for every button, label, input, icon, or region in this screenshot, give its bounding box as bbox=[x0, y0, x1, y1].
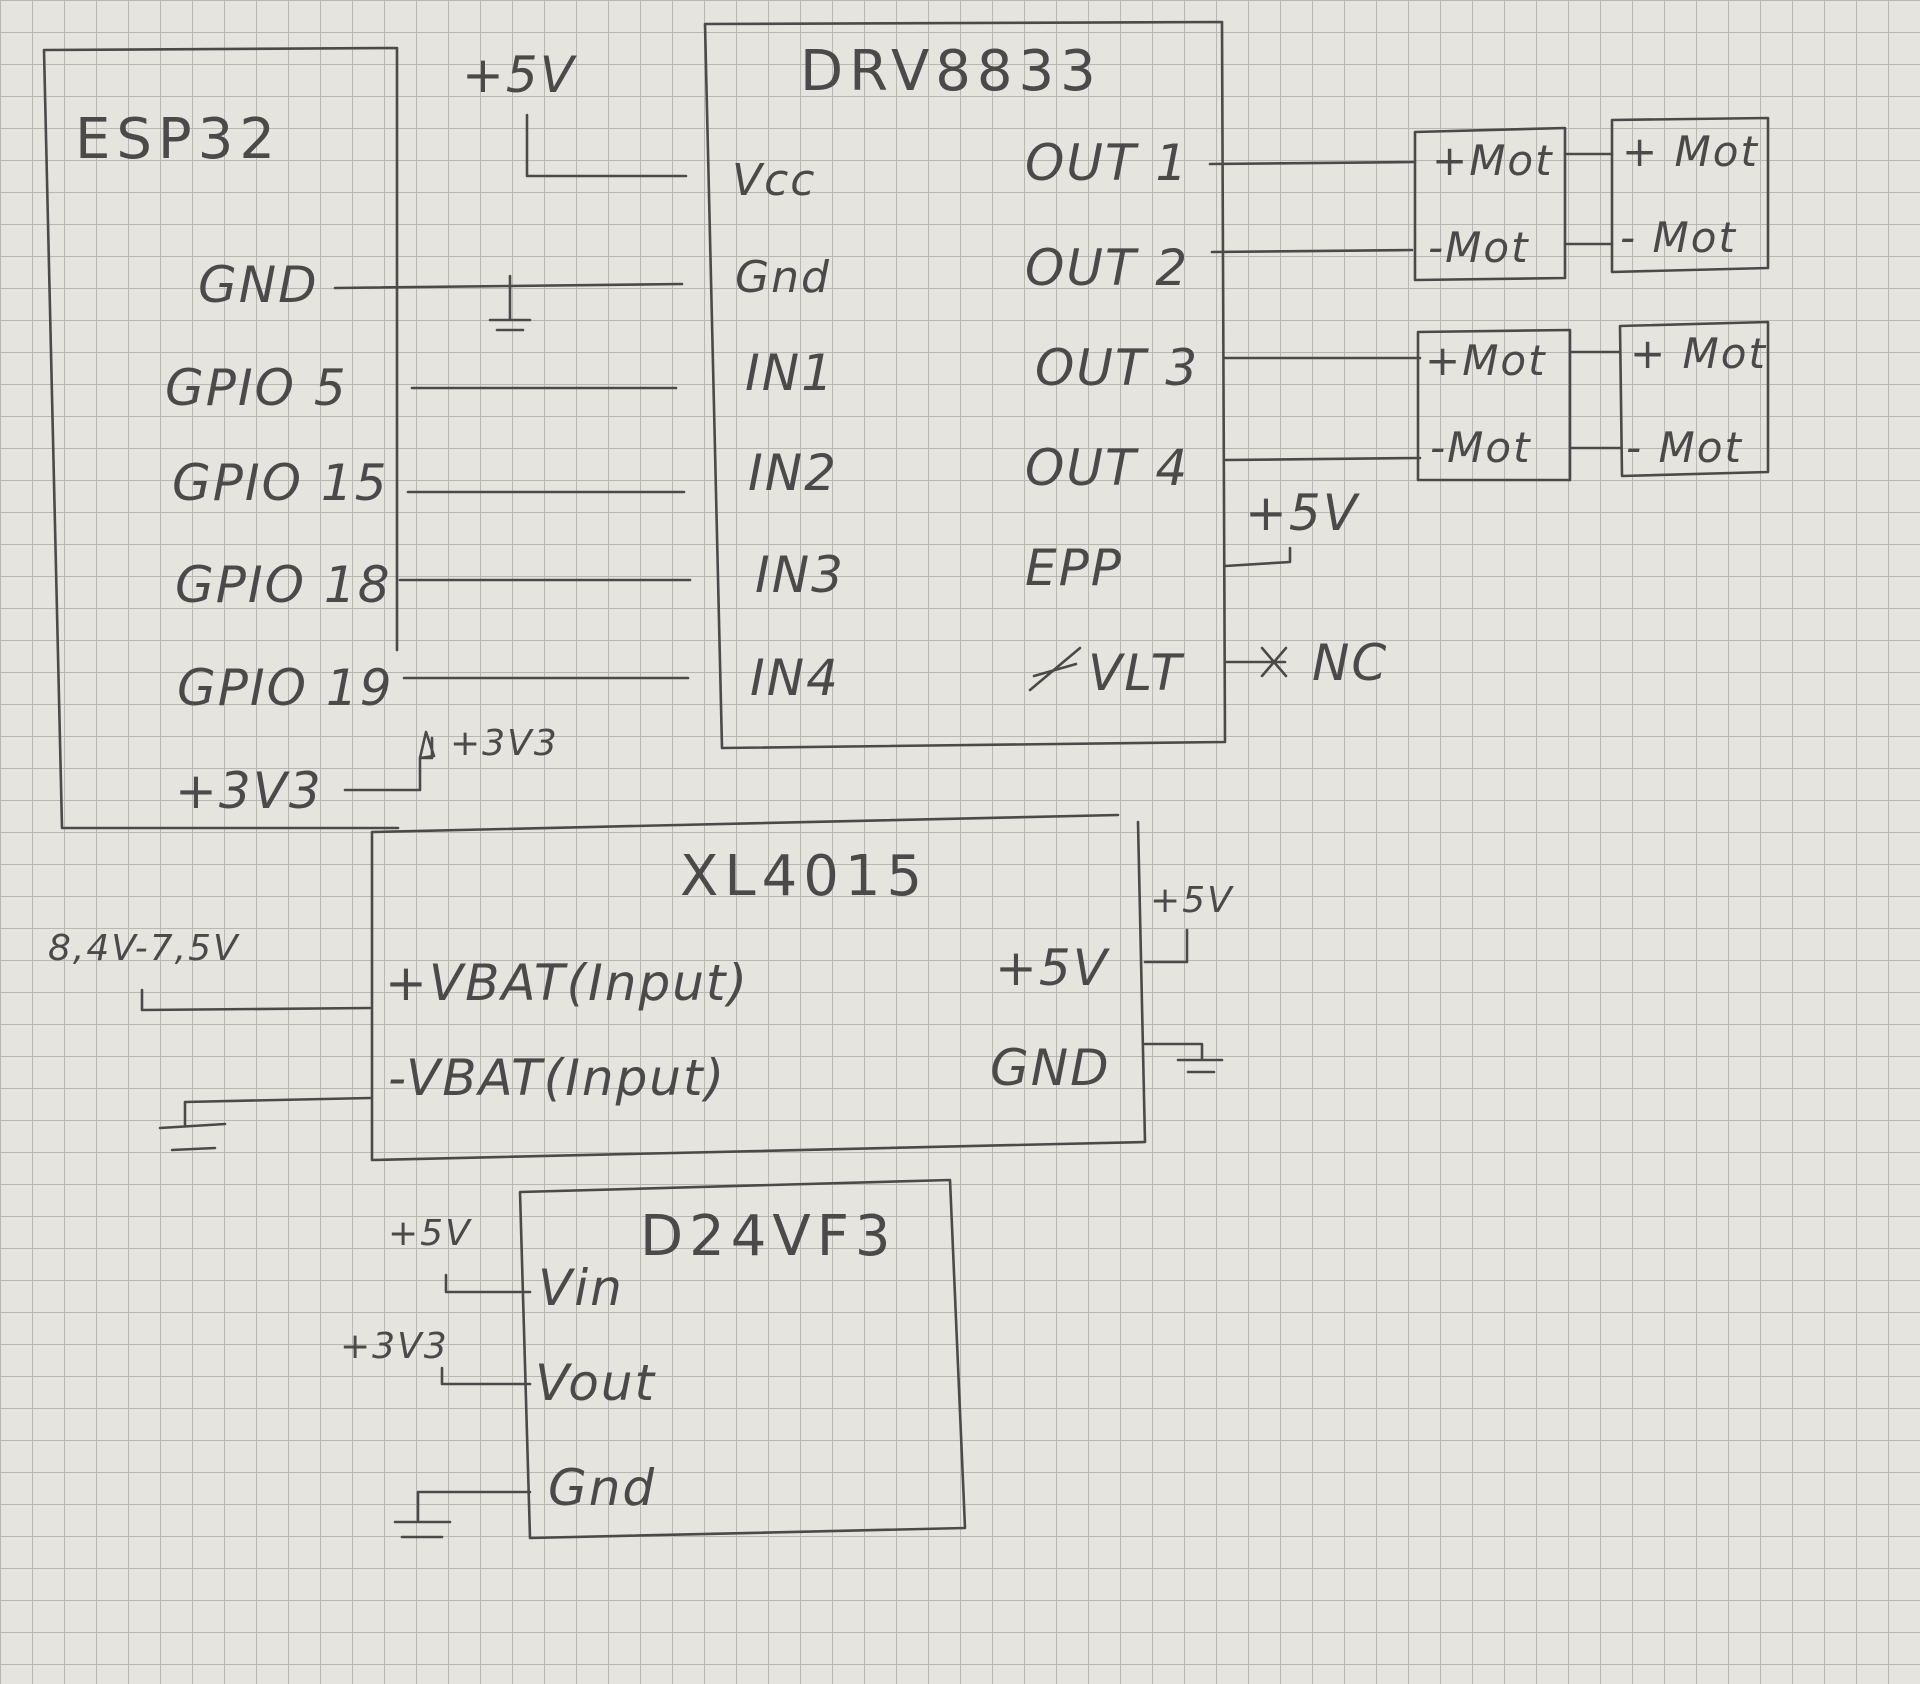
motor1-left-plus: +Mot bbox=[1432, 136, 1554, 185]
motor2-link-wires bbox=[1568, 350, 1622, 450]
esp32-drv-wires: +3V3 bbox=[333, 274, 692, 792]
motor2-right-plus: + Mot bbox=[1630, 329, 1767, 378]
drv-epp-net: +5V bbox=[1245, 484, 1361, 542]
d24vf3-pin-vout: Vout bbox=[535, 1354, 657, 1412]
drv-pin-gnd: Gnd bbox=[735, 252, 831, 303]
d24vf3-pin-vin: Vin bbox=[538, 1259, 624, 1317]
wire-out2 bbox=[1210, 248, 1414, 254]
drv8833-module: DRV8833 Vcc Gnd IN1 IN2 IN3 IN4 OUT 1 OU… bbox=[462, 20, 1422, 750]
drv-pin-vlt: VLT bbox=[1088, 644, 1185, 702]
xl4015-input-net: 8,4V-7,5V bbox=[48, 928, 240, 969]
esp32-pin-3v3: +3V3 bbox=[175, 762, 323, 820]
xl4015-pin-vbat-minus: -VBAT(Input) bbox=[388, 1049, 726, 1107]
drv8833-title: DRV8833 bbox=[800, 39, 1102, 104]
motor2-left-box bbox=[1416, 328, 1572, 482]
esp32-pin-gpio15: GPIO 15 bbox=[172, 454, 389, 512]
motor1-link-wires bbox=[1563, 152, 1614, 246]
drv-pin-in3: IN3 bbox=[755, 546, 845, 604]
wire-vcc bbox=[525, 113, 688, 178]
drv-pin-out1: OUT 1 bbox=[1025, 134, 1189, 192]
esp32-net-3v3: +3V3 bbox=[450, 723, 559, 764]
motor1-right-minus: - Mot bbox=[1620, 213, 1737, 262]
wire-gnd-ground bbox=[393, 1490, 532, 1539]
motor1-right-plus: + Mot bbox=[1622, 127, 1759, 176]
wire-epp bbox=[1223, 546, 1292, 568]
motor1-right-box bbox=[1610, 116, 1770, 274]
esp32-pin-gpio5: GPIO 5 bbox=[165, 359, 348, 417]
esp32-pin-gpio19: GPIO 19 bbox=[177, 659, 394, 717]
d24vf3-box bbox=[518, 1178, 967, 1540]
drv-pin-epp: EPP bbox=[1025, 539, 1123, 597]
wire-vin bbox=[444, 1273, 532, 1294]
xl4015-title: XL4015 bbox=[680, 844, 928, 909]
drv-pin-in1: IN1 bbox=[745, 344, 835, 402]
ground-symbol bbox=[488, 274, 532, 332]
esp32-title: ESP32 bbox=[75, 107, 281, 172]
motor2-left-plus: +Mot bbox=[1425, 336, 1547, 385]
drv8833-box bbox=[703, 20, 1227, 750]
drv-pin-out2: OUT 2 bbox=[1025, 239, 1189, 297]
drv-vcc-net: +5V bbox=[462, 46, 578, 104]
motor2-left-minus: -Mot bbox=[1430, 423, 1532, 472]
motor1-connector: +Mot -Mot + Mot - Mot bbox=[1413, 116, 1770, 282]
wire-5v-out bbox=[1143, 928, 1189, 964]
wire-out1 bbox=[1208, 160, 1417, 166]
wire-3v3 bbox=[343, 736, 434, 792]
xl4015-box bbox=[370, 813, 1147, 1162]
wire-vout bbox=[440, 1366, 532, 1386]
wire-out4 bbox=[1223, 456, 1422, 462]
d24vf3-pin-gnd: Gnd bbox=[548, 1459, 656, 1517]
esp32-pin-gnd: GND bbox=[198, 256, 319, 314]
drv-pin-out4: OUT 4 bbox=[1025, 439, 1189, 497]
xl4015-pin-vbat-plus: +VBAT(Input) bbox=[385, 954, 749, 1012]
xl4015-pin-5v: +5V bbox=[995, 939, 1111, 997]
motor1-left-minus: -Mot bbox=[1428, 223, 1530, 272]
drv-pin-out3: OUT 3 bbox=[1035, 339, 1199, 397]
esp32-box bbox=[42, 46, 400, 830]
drv-pin-in4: IN4 bbox=[750, 649, 840, 707]
wire-gnd-out bbox=[1143, 1042, 1224, 1074]
motor1-left-box bbox=[1413, 126, 1567, 282]
d24vf3-vin-net: +5V bbox=[388, 1213, 472, 1254]
wire-gnd bbox=[333, 282, 684, 290]
drv-pin-in2: IN2 bbox=[748, 444, 838, 502]
motor2-right-box bbox=[1618, 320, 1770, 478]
wire-vbat-minus-ground bbox=[158, 1096, 372, 1152]
drv-vlt-net: NC bbox=[1312, 634, 1388, 692]
d24vf3-vout-net: +3V3 bbox=[340, 1326, 449, 1367]
nc-x-icon bbox=[1223, 646, 1288, 678]
xl4015-output-net: +5V bbox=[1150, 880, 1234, 921]
motor2-connector: +Mot -Mot + Mot - Mot bbox=[1416, 320, 1770, 482]
xl4015-module: XL4015 +VBAT(Input) -VBAT(Input) +5V GND… bbox=[48, 813, 1234, 1162]
arrow-up-icon bbox=[418, 730, 436, 760]
d24vf3-title: D24VF3 bbox=[640, 1204, 897, 1269]
d24vf3-module: D24VF3 Vin Vout Gnd +5V +3V3 bbox=[340, 1178, 967, 1540]
esp32-pin-gpio18: GPIO 18 bbox=[175, 556, 392, 614]
wire-vbat-plus bbox=[140, 988, 372, 1012]
strikeout-mark bbox=[1028, 646, 1082, 692]
drv-pin-vcc: Vcc bbox=[732, 155, 816, 206]
xl4015-pin-gnd: GND bbox=[990, 1039, 1111, 1097]
motor2-right-minus: - Mot bbox=[1626, 423, 1743, 472]
esp32-module: ESP32 GND GPIO 5 GPIO 15 GPIO 18 GPIO 19… bbox=[42, 46, 400, 830]
